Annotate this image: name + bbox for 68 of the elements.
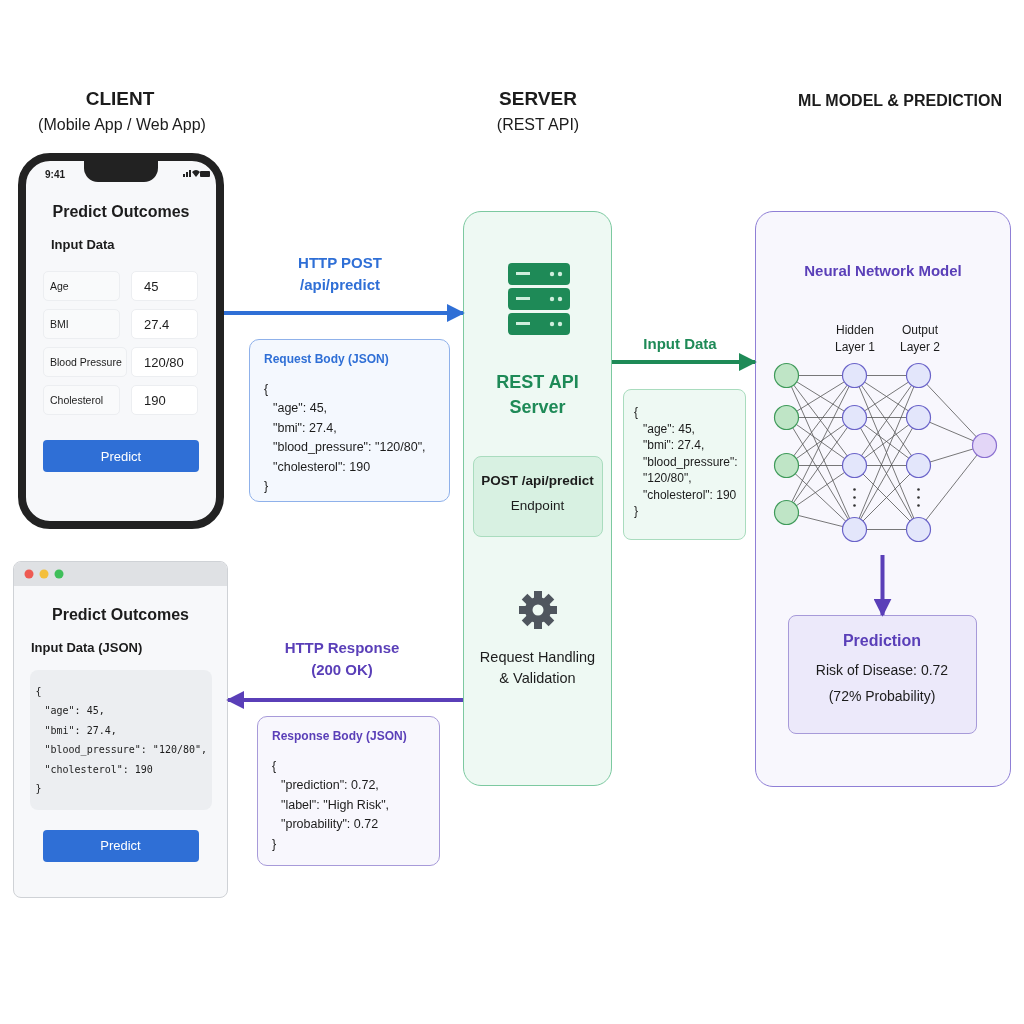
layer-label: Hidden Layer 1 [834, 322, 876, 356]
code-line: "bmi": 27.4, [642, 437, 705, 454]
prediction-box [787, 614, 977, 734]
column-heading: SERVER [499, 88, 577, 110]
code-line: "cholesterol": 190 [642, 486, 737, 503]
code-line: "probability": 0.72 [280, 816, 379, 833]
input-label: Blood Pressure [43, 347, 127, 377]
arrow [612, 353, 757, 371]
heading: Predict Outcomes [52, 606, 189, 624]
code-line: "age": 45, [272, 400, 328, 417]
server-panel [463, 211, 612, 786]
server-function-label: Request Handling & Validation [478, 648, 597, 688]
layer-label: Output Layer 2 [899, 322, 941, 356]
code-line: "blood_pressure": "120/80", [272, 439, 426, 456]
phone-mockup [18, 153, 224, 529]
card-title: Request Body (JSON) [264, 351, 389, 368]
column-heading: CLIENT [85, 88, 155, 110]
predict-button: Predict [42, 829, 199, 862]
code-line: "blood_pressure": "120/80", [43, 743, 208, 758]
status-time: 9:41 [45, 169, 65, 180]
result-text: Risk of Disease: 0.72 [815, 661, 949, 678]
code-line: "bmi": 27.4, [43, 723, 117, 738]
code-line: "cholesterol": 190 [43, 762, 153, 777]
code-line: "label": "High Risk", [280, 796, 390, 814]
code-line: "prediction": 0.72, [280, 777, 379, 794]
code-line: } [264, 478, 269, 495]
endpoint-label: Endpoint [510, 497, 565, 513]
code-line: "cholesterol": 190 [272, 458, 371, 476]
input-label: Cholesterol [43, 385, 120, 415]
code-line: } [272, 835, 277, 853]
input-field: 120/80 [131, 347, 198, 377]
column-subheading: (Mobile App / Web App) [38, 116, 206, 134]
arrow [873, 555, 892, 617]
input-field: 27.4 [131, 309, 198, 339]
input-field: 45 [131, 271, 198, 301]
prediction-title: Prediction [842, 631, 922, 650]
code-line: } [634, 503, 638, 520]
input-label: BMI [43, 309, 120, 339]
model-panel [755, 211, 1011, 787]
endpoint-box [472, 455, 603, 537]
arrow [226, 691, 463, 709]
input-data-card [623, 389, 746, 540]
server-title: REST API Server [495, 371, 580, 419]
column-heading: ML MODEL & PREDICTION [798, 92, 1002, 110]
code-line: } [35, 782, 42, 796]
code-line: "blood_pressure": "120/80", [642, 453, 739, 487]
card-title: Response Body (JSON) [272, 728, 407, 745]
code-line: { [634, 404, 638, 421]
request-body-card [249, 339, 450, 502]
section-label: Input Data (JSON) [31, 640, 143, 655]
section-label: Input Data [51, 237, 115, 252]
code-line: "age": 45, [43, 704, 105, 718]
code-line: "age": 45, [642, 420, 695, 437]
response-body-card [257, 716, 440, 866]
arrow [224, 304, 465, 322]
input-label: Age [43, 271, 120, 301]
model-title: Neural Network Model [804, 262, 962, 279]
endpoint-path: POST /api/predict [481, 472, 594, 488]
code-line: { [264, 380, 269, 398]
code-line: "bmi": 27.4, [272, 419, 337, 437]
result-text: (72% Probability) [828, 687, 936, 704]
code-line: { [272, 757, 277, 775]
predict-button: Predict [43, 440, 199, 472]
column-subheading: (REST API) [496, 116, 580, 134]
heading: Predict Outcomes [52, 203, 190, 221]
code-line: { [35, 684, 42, 699]
browser-window [13, 561, 228, 898]
input-field: 190 [131, 385, 198, 415]
